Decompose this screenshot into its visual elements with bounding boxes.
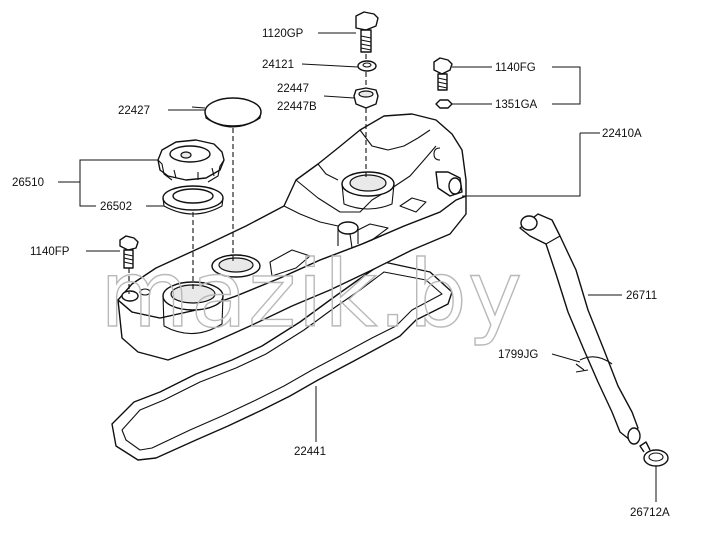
label-1140fp: 1140FP [30,246,70,258]
plug-seal [204,97,262,128]
assembly-guides [128,54,367,294]
rocker-cover [117,113,467,361]
label-1120gp: 1120GP [262,28,304,40]
label-22410a: 22410A [602,128,642,140]
label-24121: 24121 [262,59,294,71]
label-22447: 22447 [277,83,309,95]
label-1351ga: 1351GA [495,99,538,111]
label-1140fg: 1140FG [495,62,536,74]
oil-filler-cap [157,139,225,183]
washer-1351ga [435,99,453,109]
label-22441: 22441 [294,446,326,458]
label-1799jg: 1799JG [498,349,538,361]
washer-24121 [357,60,377,72]
label-22447b: 22447B [277,101,317,113]
bolt-1140fg [433,57,453,91]
hose-clamp-26712a [639,441,669,467]
label-26711: 26711 [626,290,657,302]
leader-lines [58,32,657,502]
label-26510: 26510 [12,177,44,189]
breather-hose [519,213,641,445]
label-22427: 22427 [118,105,150,117]
bolt-1120gp [355,11,379,53]
label-26502: 26502 [100,201,132,213]
grommet-22447 [353,87,379,109]
watermark-text: mazik.by [100,241,523,348]
part-labels: 1120GP 24121 22447 22447B 22427 1140FG 1… [12,28,670,519]
bolt-1140fp [119,235,139,269]
rocker-cover-gasket [111,261,453,461]
hose-clamp-1799jg [575,356,613,373]
label-26712a: 26712A [630,507,670,519]
cap-gasket [162,185,224,215]
